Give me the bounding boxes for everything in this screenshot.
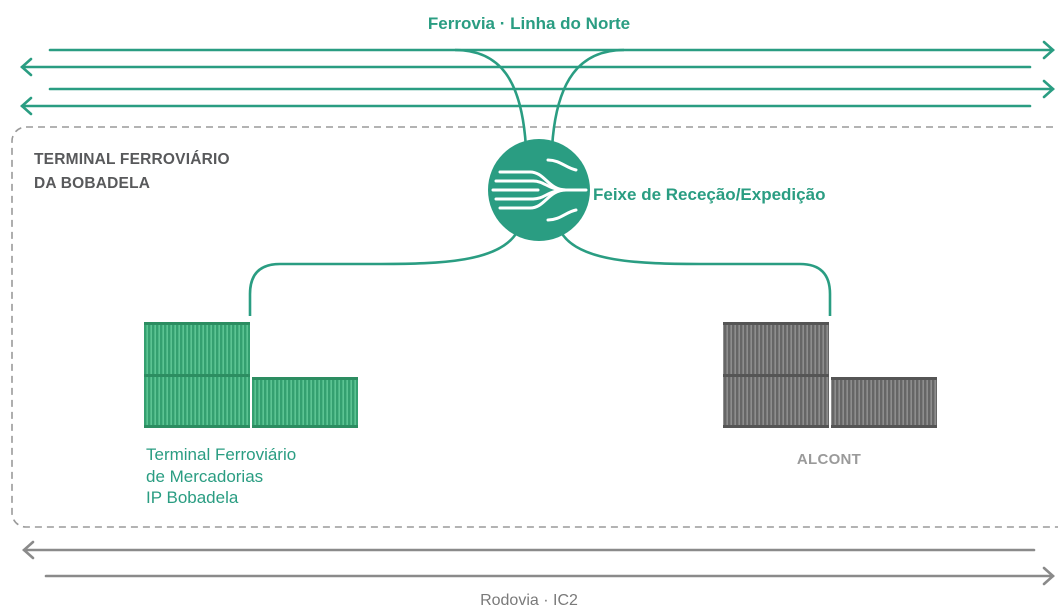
rail-title: Ferrovia · Linha do Norte — [427, 14, 631, 33]
terminal-ip-label-line: IP Bobadela — [146, 488, 239, 507]
terminal-title: TERMINAL FERROVIÁRIO DA BOBADELA — [34, 148, 314, 196]
road-lanes — [22, 540, 1055, 586]
rail-tracks — [20, 40, 1055, 116]
terminal-boundary — [11, 126, 1058, 528]
terminal-title-line: DA BOBADELA — [34, 175, 151, 192]
container-stack-icon — [144, 322, 358, 428]
road-title: Rodovia · IC2 — [480, 592, 578, 609]
hub-label: Feixe de Receção/Expedição — [593, 185, 826, 204]
terminal-ip-label: Terminal Ferroviário de Mercadorias IP B… — [146, 444, 386, 509]
rail-hub-connectors — [454, 48, 625, 149]
hub-terminal-connectors — [248, 231, 832, 316]
terminal-title-line: TERMINAL FERROVIÁRIO — [34, 151, 230, 168]
container-stack-icon — [723, 322, 937, 428]
terminal-alcont-label: ALCONT — [796, 451, 862, 468]
terminal-ip-label-line: Terminal Ferroviário — [146, 445, 297, 464]
terminal-ip-label-line: de Mercadorias — [146, 466, 264, 486]
rail-junction-icon — [488, 139, 590, 241]
